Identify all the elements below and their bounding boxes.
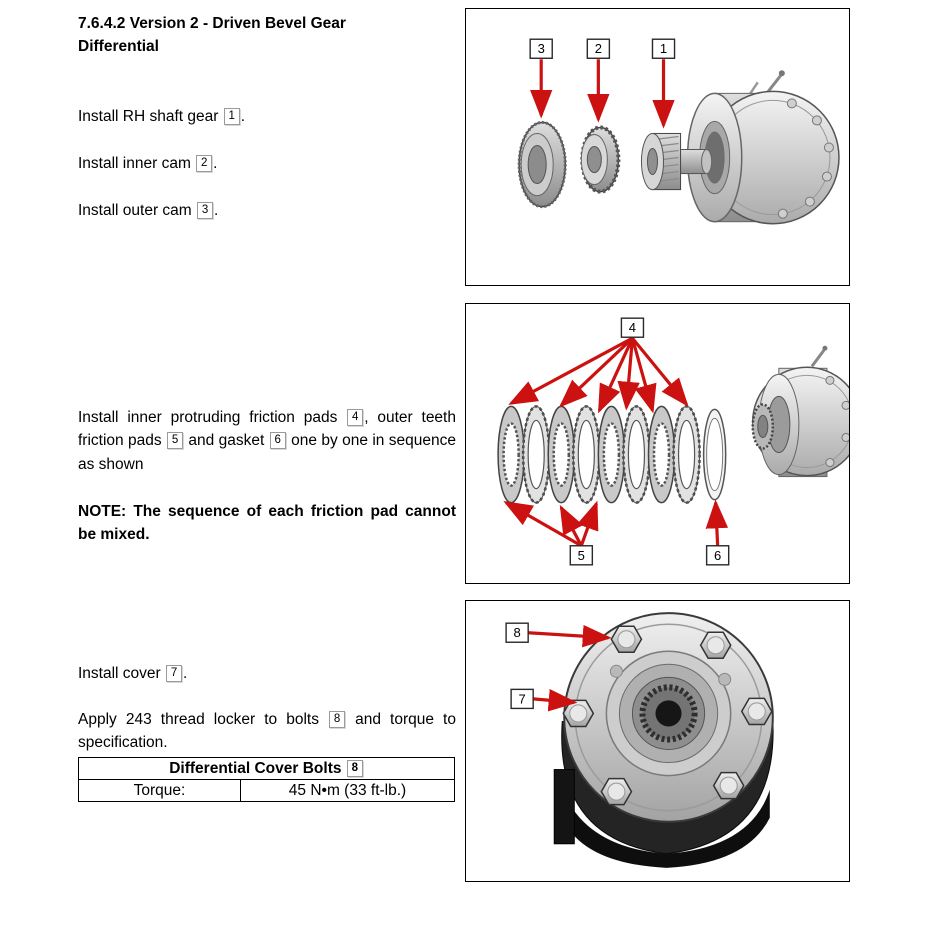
callout-7: 7 [510, 688, 534, 710]
callout-ref-1: 1 [223, 108, 240, 125]
step-install-outer-cam: Install outer cam 3. [78, 199, 456, 222]
friction-pad-outer [672, 405, 701, 504]
step-text: Install outer cam [78, 202, 197, 219]
callout-ref-4: 4 [347, 409, 364, 426]
figure-friction-pads: 4 5 6 [465, 303, 850, 584]
differential-housing [686, 70, 840, 225]
step-text: Install RH shaft gear [78, 108, 223, 125]
callout-8-arrow [528, 624, 612, 648]
svg-text:6: 6 [714, 548, 721, 563]
torque-spec-table: Differential Cover Bolts 8 Torque: 45 N•… [78, 757, 455, 802]
callout-6-arrows [705, 499, 729, 546]
friction-pad-inner [597, 405, 626, 504]
svg-text:4: 4 [629, 320, 636, 335]
svg-text:5: 5 [578, 548, 585, 563]
callout-3: 3 [529, 38, 553, 59]
rh-shaft-gear [640, 132, 713, 191]
table-header-cell: Differential Cover Bolts 8 [78, 757, 455, 780]
step-text: . [214, 202, 219, 219]
inner-cam [580, 125, 621, 194]
friction-pad-outer [521, 405, 551, 504]
callout-ref-8: 8 [329, 711, 346, 728]
callout-arrows [529, 59, 675, 129]
gasket [702, 408, 727, 501]
callout-8: 8 [505, 622, 529, 643]
cover-bolts [562, 625, 773, 806]
table-header-text: Differential Cover Bolts [169, 759, 346, 777]
friction-pad-inner [647, 405, 676, 504]
callout-7-arrow [533, 689, 578, 712]
torque-label-cell: Torque: [78, 779, 241, 802]
step-text: one by one in sequence as shown [78, 432, 456, 473]
outer-cam [517, 120, 567, 209]
note-text: NOTE: The sequence of each friction pad … [78, 503, 456, 544]
svg-text:7: 7 [519, 691, 526, 706]
callout-4: 4 [620, 317, 645, 338]
callout-6: 6 [705, 545, 730, 566]
table-row: Torque: 45 N•m (33 ft-lb.) [78, 779, 455, 802]
step-text: Install inner protruding friction pads [78, 409, 347, 426]
callout-ref-6: 6 [269, 432, 286, 450]
svg-text:8: 8 [514, 625, 521, 640]
exploded-view-drawing: 3 2 1 [517, 38, 840, 225]
step-text: . [183, 665, 188, 682]
step-thread-locker: Apply 243 thread locker to bolts 8 and t… [78, 708, 456, 755]
callout-ref-7: 7 [166, 665, 183, 682]
step-install-cover: Install cover 7. [78, 662, 456, 685]
figure-exploded-view: 3 2 1 [465, 8, 850, 286]
friction-pad-inner [497, 405, 525, 504]
step-text: Install cover [78, 665, 166, 682]
step-text: and torque to specification. [78, 711, 456, 752]
differential-cover [563, 612, 774, 823]
step-install-rh-shaft-gear: Install RH shaft gear 1. [78, 105, 456, 128]
step-text: . [213, 155, 218, 172]
torque-value-cell: 45 N•m (33 ft-lb.) [240, 779, 455, 802]
friction-pads-drawing: 4 5 6 [497, 317, 849, 566]
step-install-inner-cam: Install inner cam 2. [78, 152, 456, 175]
friction-pad-outer [622, 405, 651, 504]
svg-text:1: 1 [660, 41, 667, 56]
callout-ref-3: 3 [197, 202, 214, 219]
step-text: and gasket [184, 432, 269, 450]
step-text: . [240, 108, 246, 125]
friction-pad-outer [572, 405, 601, 504]
callout-1: 1 [651, 38, 676, 59]
callout-2: 2 [586, 38, 611, 59]
differential-assembly [751, 345, 849, 478]
callout-5: 5 [569, 545, 594, 566]
friction-pad-inner [547, 405, 576, 504]
callout-4-arrows [508, 336, 689, 414]
svg-text:2: 2 [595, 41, 602, 56]
step-text: Apply 243 thread locker to bolts [78, 711, 329, 728]
step-text: , outer teeth friction pads [78, 409, 456, 450]
figure-cover-bolts: 8 7 [465, 600, 850, 882]
table-header-row: Differential Cover Bolts 8 [78, 757, 455, 780]
svg-text:3: 3 [538, 41, 545, 56]
callout-ref-5: 5 [167, 432, 184, 450]
callout-5-arrows [503, 500, 599, 548]
step-install-friction-pads: Install inner protruding friction pads 4… [78, 406, 456, 476]
step-text: Install inner cam [78, 155, 196, 172]
cover-bolts-drawing: 8 7 [505, 612, 774, 868]
section-heading: 7.6.4.2 Version 2 - Driven Bevel Gear Di… [78, 15, 346, 56]
callout-ref-2: 2 [196, 155, 213, 172]
callout-ref-8-table: 8 [346, 759, 363, 777]
